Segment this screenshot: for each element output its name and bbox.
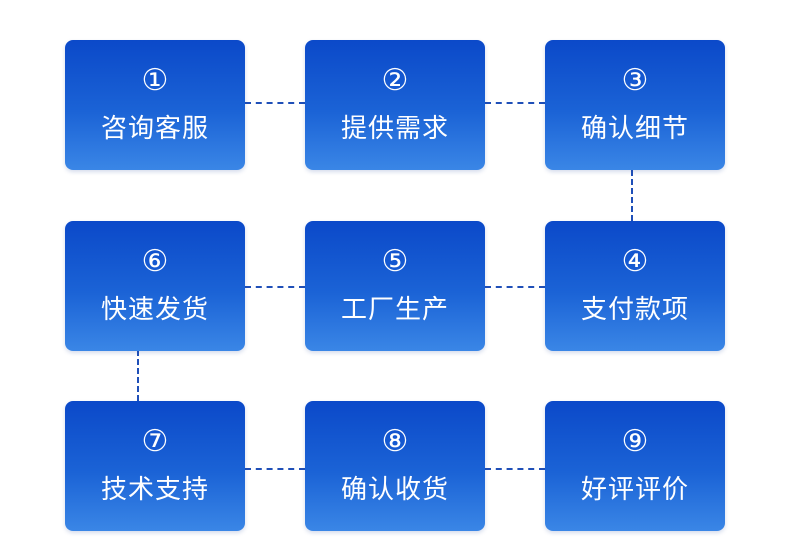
- step-7-technical-support: ⑦ 技术支持: [65, 401, 245, 531]
- step-label: 技术支持: [100, 475, 209, 505]
- connector-2-3: [485, 102, 545, 104]
- connector-1-2: [245, 102, 305, 104]
- step-9-positive-review: ⑨ 好评评价: [545, 401, 725, 531]
- step-5-factory-production: ⑤ 工厂生产: [305, 221, 485, 351]
- connector-3-4: [631, 170, 633, 221]
- connector-6-7: [137, 350, 139, 401]
- connector-5-6: [245, 286, 305, 288]
- step-4-payment: ④ 支付款项: [545, 221, 725, 351]
- step-number: ⑧: [381, 424, 409, 459]
- step-label: 咨询客服: [100, 114, 209, 144]
- step-number: ④: [621, 244, 649, 279]
- step-3-confirm-details: ③ 确认细节: [545, 40, 725, 170]
- step-label: 工厂生产: [340, 295, 449, 325]
- step-number: ⑨: [621, 424, 649, 459]
- step-label: 确认收货: [340, 475, 449, 505]
- step-number: ⑤: [381, 244, 409, 279]
- step-1-consult-service: ① 咨询客服: [65, 40, 245, 170]
- step-number: ⑦: [141, 424, 169, 459]
- step-8-confirm-receipt: ⑧ 确认收货: [305, 401, 485, 531]
- connector-8-9: [485, 468, 545, 470]
- step-label: 支付款项: [580, 295, 689, 325]
- step-label: 确认细节: [580, 114, 689, 144]
- step-label: 好评评价: [580, 475, 689, 505]
- step-6-fast-shipping: ⑥ 快速发货: [65, 221, 245, 351]
- step-label: 快速发货: [100, 295, 209, 325]
- step-number: ⑥: [141, 244, 169, 279]
- step-label: 提供需求: [340, 114, 449, 144]
- connector-4-5: [485, 286, 545, 288]
- step-number: ①: [141, 63, 169, 98]
- step-2-provide-requirements: ② 提供需求: [305, 40, 485, 170]
- step-number: ③: [621, 63, 649, 98]
- step-number: ②: [381, 63, 409, 98]
- connector-7-8: [245, 468, 305, 470]
